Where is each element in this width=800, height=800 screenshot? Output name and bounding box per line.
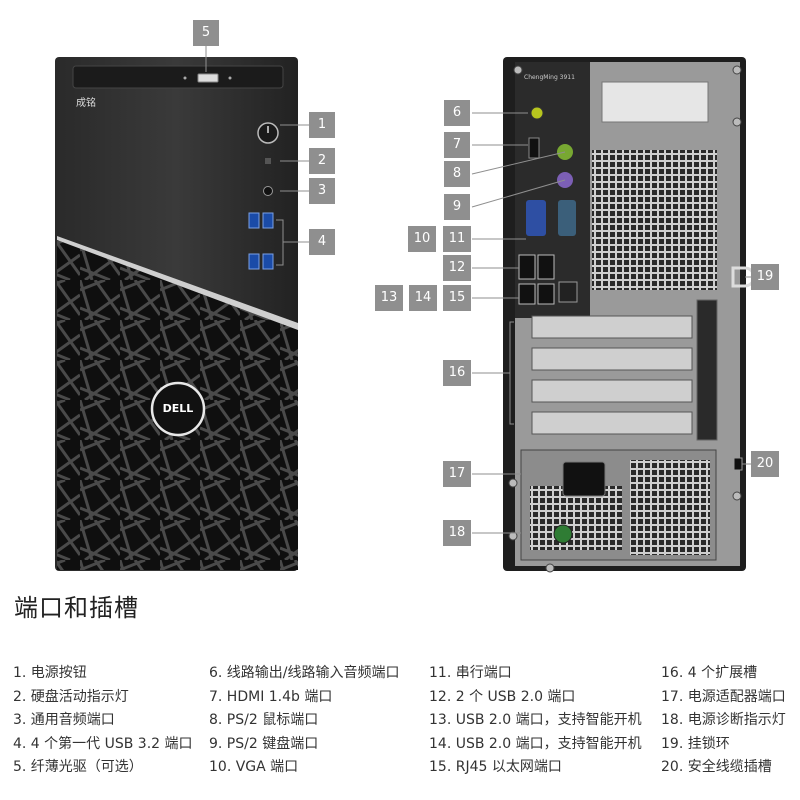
callout-10: 10 <box>408 226 436 252</box>
callout-14: 14 <box>409 285 437 311</box>
dell-logo-text: DELL <box>162 402 194 415</box>
callout-3: 3 <box>309 178 335 204</box>
rj45-port <box>558 281 578 303</box>
callout-15: 15 <box>443 285 471 311</box>
legend-item: 9. PS/2 键盘端口 <box>209 735 319 752</box>
legend-item: 11. 串行端口 <box>429 665 512 681</box>
legend-item: 10. VGA 端口 <box>209 759 299 775</box>
security-slot <box>733 457 743 471</box>
legend-item: 1. 电源按钮 <box>13 665 87 681</box>
eject-button <box>197 73 219 83</box>
callout-7: 7 <box>444 132 470 158</box>
callout-4: 4 <box>309 229 335 255</box>
hdmi-port <box>528 137 540 159</box>
legend-item: 4. 4 个第一代 USB 3.2 端口 <box>13 735 193 752</box>
legend-item: 7. HDMI 1.4b 端口 <box>209 688 333 705</box>
callout-8: 8 <box>444 161 470 187</box>
legend-item: 16. 4 个扩展槽 <box>661 665 758 681</box>
legend-item: 3. 通用音频端口 <box>13 712 115 728</box>
legend-column-1: 1. 电源按钮 2. 硬盘活动指示灯 3. 通用音频端口 4. 4 个第一代 U… <box>13 662 193 780</box>
callout-17: 17 <box>443 461 471 487</box>
legend-item: 6. 线路输出/线路输入音频端口 <box>209 665 400 681</box>
legend-column-4: 16. 4 个扩展槽 17. 电源适配器端口 18. 电源诊断指示灯 19. 挂… <box>661 662 786 780</box>
serial-port <box>558 200 576 236</box>
expansion-slots <box>531 315 693 435</box>
io-plate <box>515 62 590 318</box>
legend-item: 13. USB 2.0 端口，支持智能开机 <box>429 712 642 728</box>
callout-16: 16 <box>443 360 471 386</box>
legend-item: 20. 安全线缆插槽 <box>661 759 772 775</box>
callout-1: 1 <box>309 112 335 138</box>
vga-port <box>526 200 546 236</box>
callout-20: 20 <box>751 451 779 477</box>
section-title: 端口和插槽 <box>14 594 139 622</box>
power-adapter-port <box>562 461 606 497</box>
callout-11: 11 <box>443 226 471 252</box>
optical-drive-bay <box>72 65 284 89</box>
rear-model-text: ChengMing 3911 <box>524 74 575 81</box>
legend-item: 12. 2 个 USB 2.0 端口 <box>429 688 576 705</box>
usb-2-smart-ports <box>518 283 536 305</box>
legend-item: 14. USB 2.0 端口，支持智能开机 <box>429 735 642 752</box>
callout-13: 13 <box>375 285 403 311</box>
legend-item: 18. 电源诊断指示灯 <box>661 712 786 728</box>
legend-item: 2. 硬盘活动指示灯 <box>13 688 129 705</box>
callout-19: 19 <box>751 264 779 290</box>
fan-vent <box>592 150 717 290</box>
callout-12: 12 <box>443 255 471 281</box>
legend-item: 5. 纤薄光驱（可选） <box>13 759 143 775</box>
dell-logo <box>150 381 206 437</box>
hdd-activity-light <box>265 158 271 164</box>
front-brand-text: 成铭 <box>76 98 96 109</box>
callout-9: 9 <box>444 194 470 220</box>
audio-jack <box>263 186 273 196</box>
callout-18: 18 <box>443 520 471 546</box>
usb-2-ports <box>518 254 536 280</box>
front-usb-ports <box>248 212 274 270</box>
line-audio-port <box>530 106 544 120</box>
legend-item: 17. 电源适配器端口 <box>661 688 786 705</box>
legend-column-3: 11. 串行端口 12. 2 个 USB 2.0 端口 13. USB 2.0 … <box>429 662 642 780</box>
legend-item: 8. PS/2 鼠标端口 <box>209 712 319 728</box>
legend-column-2: 6. 线路输出/线路输入音频端口 7. HDMI 1.4b 端口 8. PS/2… <box>209 662 400 780</box>
callout-6: 6 <box>444 100 470 126</box>
legend-item: 19. 挂锁环 <box>661 735 730 752</box>
power-diagnostic-light <box>553 524 573 544</box>
callout-5: 5 <box>193 20 219 46</box>
legend-item: 15. RJ45 以太网端口 <box>429 759 562 775</box>
callout-2: 2 <box>309 148 335 174</box>
